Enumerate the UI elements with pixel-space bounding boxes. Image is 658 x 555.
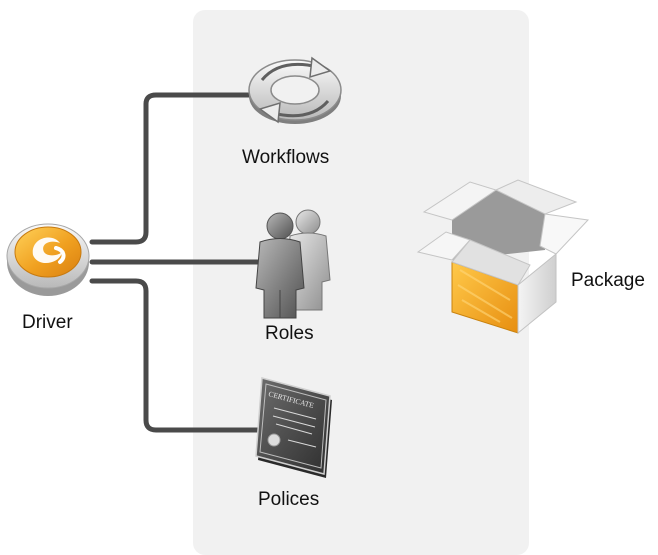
driver-disc-icon — [6, 223, 90, 296]
roles-label: Roles — [265, 323, 314, 344]
open-box-icon — [416, 179, 590, 335]
certificate-icon: CERTIFICATE — [255, 377, 332, 478]
polices-label: Polices — [258, 489, 320, 510]
connector-workflows — [89, 92, 253, 245]
driver-label: Driver — [22, 312, 73, 333]
workflow-cycle-icon — [248, 56, 342, 124]
workflows-label: Workflows — [242, 147, 330, 168]
roles-people-icon — [255, 209, 331, 319]
connector-polices — [89, 278, 261, 433]
package-label: Package — [571, 270, 645, 291]
connectors — [89, 92, 265, 433]
